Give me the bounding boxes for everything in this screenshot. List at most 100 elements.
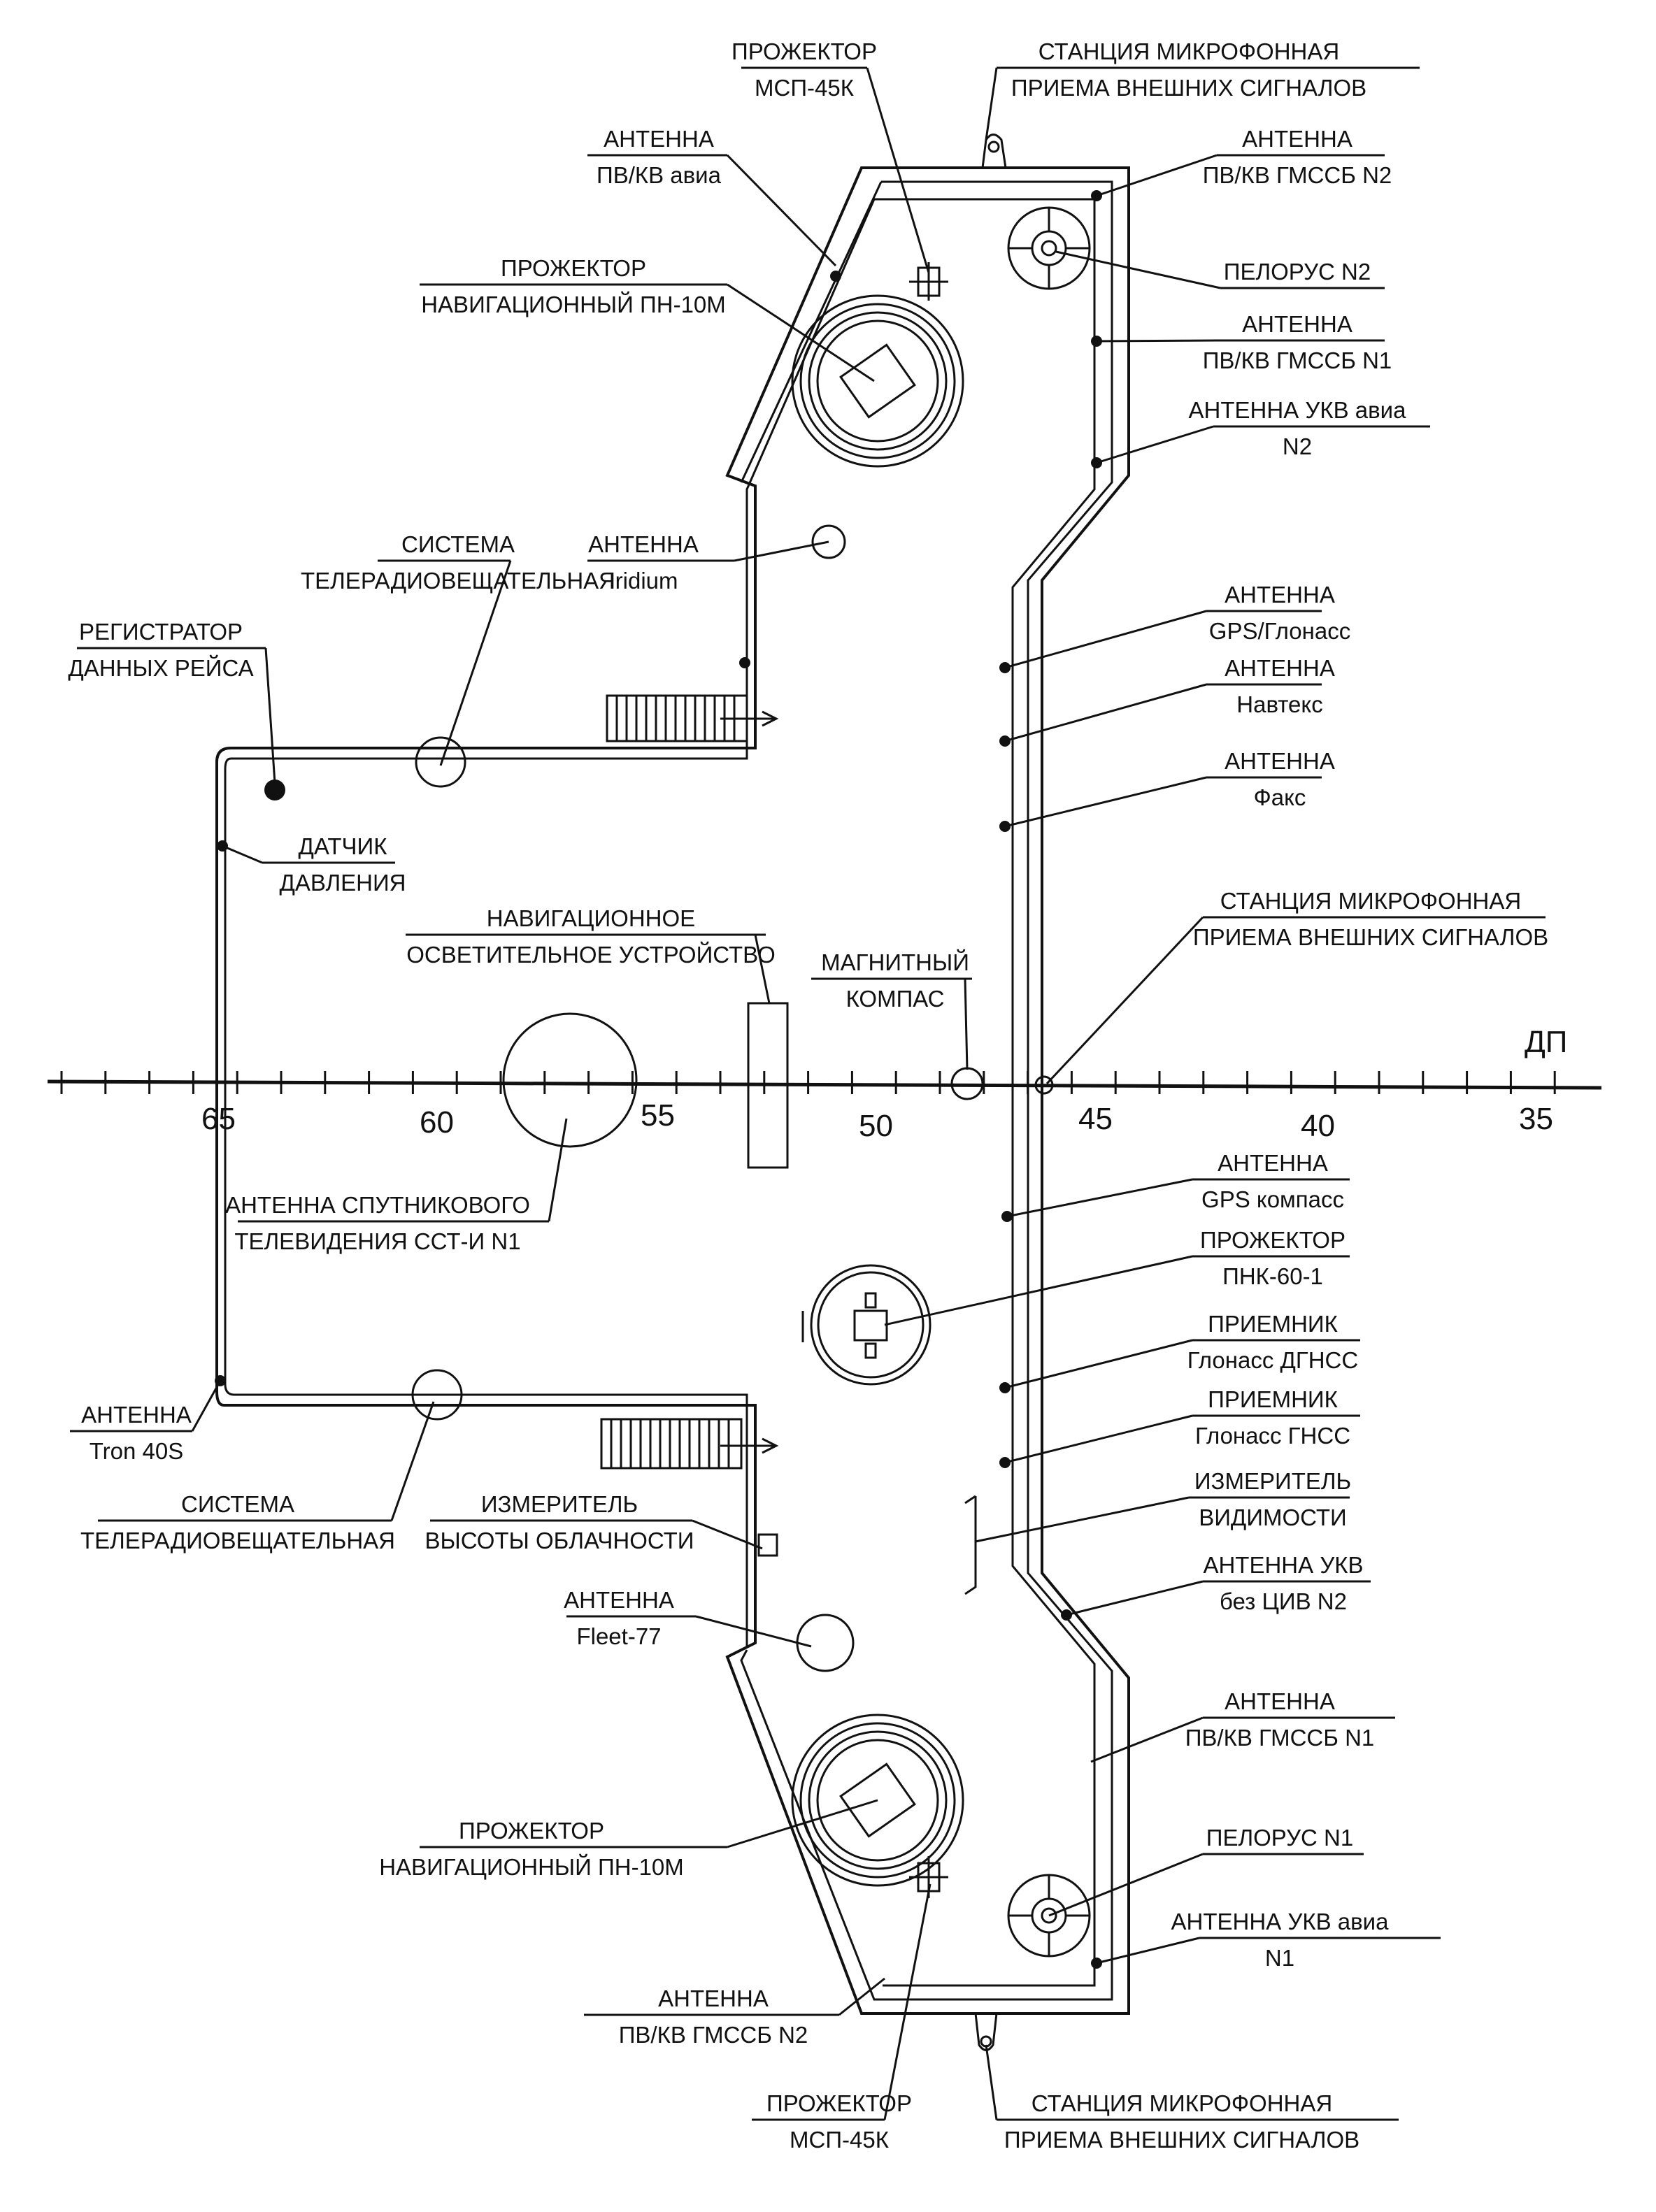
leader-line [985,2044,998,2120]
callout-line1: ПРОЖЕКТОР [731,38,877,64]
leader-line [883,1883,932,2120]
leader-line [727,283,875,382]
callout-line1: СТАНЦИЯ МИКРОФОННАЯ [1220,888,1521,914]
callout-line1: ПРИЕМНИК [1208,1311,1338,1337]
callout-line2: GPS компасс [1201,1186,1344,1212]
callout-line2: ПРИЕМА ВНЕШНИХ СИГНАЛОВ [1193,924,1548,950]
callout-line2: N2 [1283,433,1312,459]
connection-dot [830,271,841,282]
tv-system-top-symbol [415,736,466,788]
leader-line [1006,1178,1193,1218]
vdr-symbol [264,780,285,800]
equipment-symbols [215,134,1102,2051]
callout-line2: ПРИЕМА ВНЕШНИХ СИГНАЛОВ [1011,75,1366,101]
leader-line [1090,1716,1204,1763]
callout-line2: Iridium [608,568,678,594]
axis-tick-label: 65 [201,1102,236,1136]
leader-line [1004,776,1207,828]
leader-line [975,1496,1190,1543]
pelorus-n2-symbol [1007,206,1091,290]
callout-line2: ПНК-60-1 [1222,1263,1323,1289]
callout-line1: ПРОЖЕКТОР [766,2090,912,2116]
leader-line [191,1380,222,1432]
callout-line2: ПВ/КВ ГМССБ N1 [1185,1725,1375,1751]
leader-line [1096,339,1218,343]
callout-line2: ТЕЛЕВИДЕНИЯ ССТ-И N1 [234,1228,520,1254]
callout-line2: ПВ/КВ ГМССБ N1 [1203,347,1392,373]
callout-line1: МАГНИТНЫЙ [821,949,969,975]
callout-line2: ДАВЛЕНИЯ [279,870,406,896]
leader-line [1055,250,1221,289]
fleet77-antenna-symbol [796,1614,855,1672]
callout-line1: АНТЕННА [658,1985,769,2011]
leader-line [695,1615,812,1648]
callout-line1: ПЕЛОРУС N2 [1224,259,1371,285]
callout-line1: ИЗМЕРИТЕЛЬ [481,1491,638,1517]
callout-rcv-dgnss: ПРИЕМНИК Глонасс ДГНСС [1187,1311,1360,1373]
callout-line1: СИСТЕМА [181,1491,294,1517]
callout-line2: ПРИЕМА ВНЕШНИХ СИГНАЛОВ [1004,2127,1359,2153]
callout-line1: ПРОЖЕКТОР [501,255,646,281]
callout-line2: Fleet-77 [576,1623,661,1649]
leader-line [1096,1937,1200,1965]
callout-line1: АНТЕННА [1242,126,1352,152]
callout-line2: ПВ/КВ ГМССБ N2 [619,2022,808,2048]
axis-tick-label: 45 [1078,1102,1113,1136]
axis-tick-label: 50 [859,1109,893,1143]
callout-line2: ДАННЫХ РЕЙСА [68,655,253,681]
callout-line1: ПРОЖЕКТОР [459,1818,604,1844]
callout-line1: ИЗМЕРИТЕЛЬ [1194,1468,1351,1494]
visibility-meter-symbol [964,1495,977,1595]
callout-line1: ПРИЕМНИК [1208,1386,1338,1412]
callout-line2: ТЕЛЕРАДИОВЕЩАТЕЛЬНАЯ [80,1528,395,1553]
pelorus-n1-symbol [1007,1874,1091,1958]
connection-dot [739,657,750,668]
callout-line2: НАВИГАЦИОННЫЙ ПН-10М [379,1854,684,1880]
leader-line [838,1977,885,2016]
callout-line1: АНТЕННА [1225,655,1335,681]
leader-line [692,1519,763,1550]
leader-line [754,934,771,1004]
callout-line1: АНТЕННА УКВ [1203,1552,1363,1578]
callout-ant-ukv-civ: АНТЕННА УКВ без ЦИВ N2 [1203,1552,1371,1614]
searchlight-pn10m-bottom-symbol [791,1714,964,1887]
mic-station-mid-symbol [1034,1075,1054,1095]
callout-line2: Глонасс ДГНСС [1187,1347,1358,1373]
callout-line2: ПВ/КВ авиа [597,162,722,188]
callout-line2: Факс [1254,784,1306,810]
callout-line2: Навтекс [1236,691,1322,717]
callout-proj-pn10m-bot: ПРОЖЕКТОР НАВИГАЦИОННЫЙ ПН-10М [379,1818,727,1880]
callout-line2: НАВИГАЦИОННЫЙ ПН-10М [421,292,726,317]
leader-lines [191,67,1221,2120]
callout-line2: без ЦИВ N2 [1220,1588,1347,1614]
cloud-height-sensor-symbol [757,1533,778,1557]
callout-ant-gmssb-n1-bot: АНТЕННА ПВ/КВ ГМССБ N1 [1185,1688,1395,1751]
callout-line1: АНТЕННА [1242,311,1352,337]
callout-line2: N1 [1265,1945,1294,1971]
axis-tick-label: 35 [1519,1102,1553,1136]
leader-line [964,978,969,1070]
stairs-top-symbol [606,694,779,742]
callout-line1: АНТЕННА [588,531,699,557]
leader-line [727,1799,878,1848]
sat-tv-antenna-symbol [502,1012,638,1148]
leader-line [866,67,930,273]
leader-line [1004,1414,1193,1464]
callout-line1: АНТЕННА [1225,1688,1335,1714]
nav-light-device-symbol [747,1002,789,1169]
